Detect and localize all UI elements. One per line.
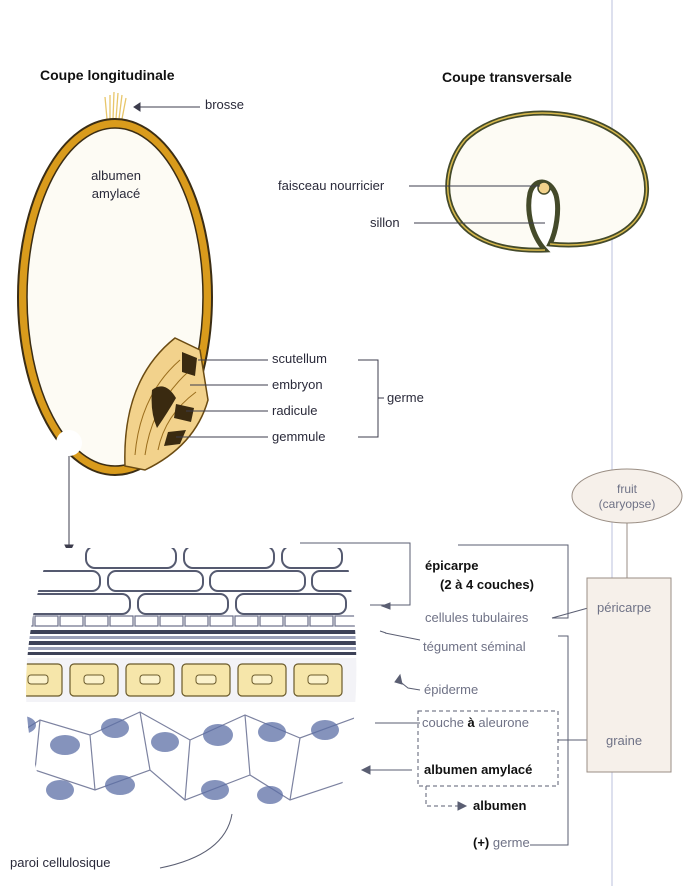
brosse-label: brosse — [205, 98, 244, 111]
fruit-label: fruit (caryopse) — [582, 482, 672, 512]
transverse-title: Coupe transversale — [442, 70, 572, 84]
couche-aleurone-label: couche à aleurone — [422, 716, 529, 729]
graine-label: graine — [606, 734, 642, 747]
cellules-tubulaires-label: cellules tubulaires — [425, 611, 528, 624]
scutellum-label: scutellum — [272, 352, 327, 365]
longitudinal-grain — [18, 92, 212, 475]
epiderme-label: épiderme — [424, 683, 478, 696]
paroi-cellulosique-label: paroi cellulosique — [10, 856, 110, 869]
epicarpe-line2: (2 à 4 couches) — [425, 576, 534, 595]
albumen-line1: albumen — [80, 167, 152, 185]
embryon-label: embryon — [272, 378, 323, 391]
radicule-label: radicule — [272, 404, 318, 417]
transverse-grain — [448, 113, 647, 250]
fruit-line2: (caryopse) — [582, 497, 672, 512]
epicarpe-label: épicarpe (2 à 4 couches) — [425, 557, 534, 595]
brush-hairs — [105, 92, 126, 119]
faisceau-label: faisceau nourricier — [278, 179, 384, 192]
fruit-line1: fruit — [582, 482, 672, 497]
sillon-label: sillon — [370, 216, 400, 229]
longitudinal-title: Coupe longitudinale — [40, 68, 175, 82]
aleurone-text: aleurone — [475, 715, 529, 730]
couche-text: couche — [422, 715, 468, 730]
epicarpe-line1: épicarpe — [425, 557, 534, 576]
pericarpe-label: péricarpe — [597, 601, 651, 614]
couche-a-text: à — [468, 715, 475, 730]
plus-sign: (+) — [473, 835, 489, 850]
albumen-result-label: albumen — [473, 799, 526, 812]
germe-tissue-text: germe — [493, 835, 530, 850]
germe-plus-label: (+) germe — [473, 836, 530, 849]
tegument-seminal-label: tégument séminal — [423, 640, 526, 653]
germe-label: germe — [387, 391, 424, 404]
hierarchy-diagram — [572, 469, 682, 772]
albumen-amylace-label: albumen amylacé — [80, 167, 152, 202]
albumen-line2: amylacé — [80, 185, 152, 203]
gemmule-label: gemmule — [272, 430, 325, 443]
zoom-origin-marker — [56, 430, 82, 456]
tissue-enlargement — [0, 540, 380, 850]
albumen-amylace-tissue-label: albumen amylacé — [424, 763, 532, 776]
aleurone-cells — [0, 658, 380, 702]
